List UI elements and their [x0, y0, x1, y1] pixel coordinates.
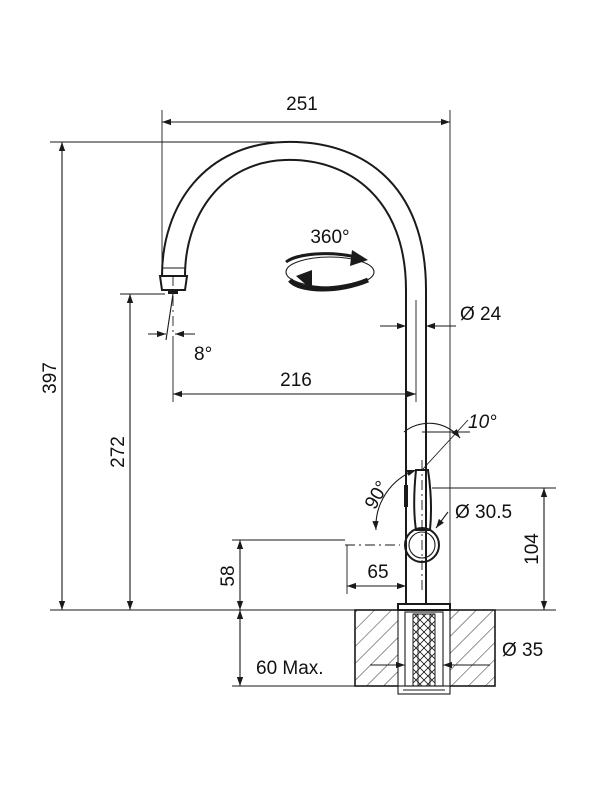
dim-handle-height: 58 [218, 539, 345, 610]
label-body-diameter: Ø 30.5 [455, 502, 512, 523]
label-spout-angle: 8° [194, 344, 212, 365]
dim-lever-angle: 10° [403, 412, 497, 471]
handle-assembly [345, 460, 440, 590]
label-lever-swing: 90° [361, 478, 394, 513]
label-lever-height: 104 [522, 533, 543, 565]
dim-spout-reach: 216 [172, 300, 417, 402]
label-deck-thickness: 60 Max. [256, 658, 324, 679]
dim-lever-height: 104 [432, 487, 556, 611]
bottom-nut [397, 685, 451, 695]
base-flange [397, 603, 451, 611]
label-spout-rotation: 360° [310, 227, 349, 248]
dim-deck-thickness: 60 Max. [232, 610, 355, 687]
aerator [158, 275, 189, 291]
label-spout-reach: 216 [280, 370, 312, 391]
countertop-section [354, 603, 496, 695]
dim-body-diameter: Ø 30.5 [435, 502, 512, 529]
label-base-diameter: Ø 35 [502, 640, 543, 661]
label-spout-height: 272 [108, 436, 129, 468]
dim-spout-angle: 8° [148, 330, 212, 365]
label-overall-width: 251 [286, 94, 318, 115]
label-handle-offset: 65 [367, 562, 388, 583]
label-overall-height: 397 [40, 362, 61, 394]
rotation-arrowhead [296, 270, 312, 290]
spout-outer [161, 140, 427, 604]
dim-base-diameter: Ø 35 [370, 640, 543, 669]
lever-pin [404, 485, 408, 507]
lever-arm [413, 469, 433, 531]
dim-spout-rotation: 360° [285, 227, 375, 292]
label-lever-angle: 10° [468, 412, 497, 433]
dim-handle-offset: 65 [346, 545, 406, 594]
supply-hose [412, 613, 436, 687]
label-handle-height: 58 [218, 565, 239, 586]
label-spout-diameter: Ø 24 [460, 304, 502, 325]
dim-spout-height: 272 [108, 293, 165, 610]
dim-spout-diameter: Ø 24 [380, 304, 502, 330]
dim-overall-height: 397 [40, 141, 355, 611]
faucet-outline [158, 140, 427, 604]
spout-inner [184, 158, 407, 604]
dim-overall-width: 251 [161, 94, 451, 604]
